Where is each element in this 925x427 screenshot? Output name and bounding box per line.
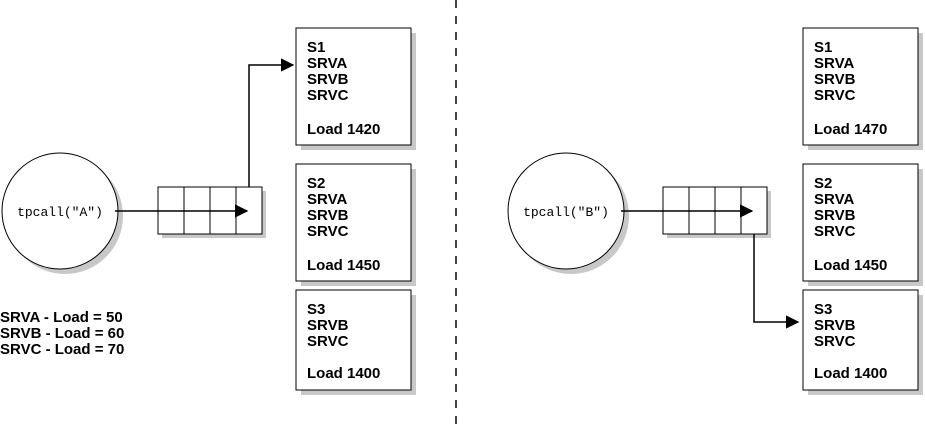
route-arrow-to-s1 [248, 58, 295, 187]
client-circle-right: tpcall("B") [507, 152, 629, 274]
server-box-s3-left: S3 SRVB SRVC Load 1400 [295, 289, 416, 395]
service-label: SRVC [814, 333, 856, 350]
server-name: S3 [814, 301, 832, 318]
service-label: SRVA [307, 55, 347, 72]
service-label: SRVA [814, 55, 854, 72]
route-arrow-to-s3 [753, 234, 800, 329]
service-label: SRVC [307, 333, 349, 350]
client-circle-left: tpcall("A") [1, 152, 123, 274]
server-box-s1-right: S1 SRVA SRVB SRVC Load 1470 [802, 27, 923, 150]
server-box-s3-right: S3 SRVB SRVC Load 1400 [802, 289, 923, 395]
server-box-s2-right: S2 SRVA SRVB SRVC Load 1450 [802, 163, 923, 286]
request-queue-right [662, 186, 771, 238]
service-label: SRVB [307, 207, 349, 224]
service-label: SRVC [814, 87, 856, 104]
request-queue-left [157, 186, 266, 238]
service-label: SRVB [307, 317, 349, 334]
left-panel: tpcall("A") S1 SRVA SRVB SRVC Load 1420 [0, 27, 416, 395]
server-name: S1 [814, 39, 832, 56]
server-load: Load 1450 [307, 257, 380, 274]
service-label: SRVC [307, 223, 349, 240]
server-box-s2-left: S2 SRVA SRVB SRVC Load 1450 [295, 163, 416, 286]
service-label: SRVA [307, 191, 347, 208]
service-label: SRVC [814, 223, 856, 240]
server-box-s1-left: S1 SRVA SRVB SRVC Load 1420 [295, 27, 416, 150]
server-name: S3 [307, 301, 325, 318]
right-panel: tpcall("B") S1 SRVA SRVB SRVC Load 1470 [507, 27, 923, 395]
service-label: SRVB [814, 71, 856, 88]
server-load: Load 1450 [814, 257, 887, 274]
service-label: SRVC [307, 87, 349, 104]
call-label: tpcall("B") [523, 205, 609, 220]
server-load: Load 1420 [307, 121, 380, 138]
server-load: Load 1400 [307, 365, 380, 382]
legend-line: SRVC - Load = 70 [0, 341, 124, 358]
server-load: Load 1400 [814, 365, 887, 382]
server-name: S2 [814, 175, 832, 192]
server-load: Load 1470 [814, 121, 887, 138]
call-label: tpcall("A") [17, 205, 103, 220]
legend-line: SRVA - Load = 50 [0, 309, 123, 326]
service-label: SRVB [814, 207, 856, 224]
server-name: S2 [307, 175, 325, 192]
service-label: SRVA [814, 191, 854, 208]
service-load-legend: SRVA - Load = 50 SRVB - Load = 60 SRVC -… [0, 309, 124, 358]
server-name: S1 [307, 39, 325, 56]
legend-line: SRVB - Load = 60 [0, 325, 124, 342]
service-label: SRVB [814, 317, 856, 334]
service-label: SRVB [307, 71, 349, 88]
